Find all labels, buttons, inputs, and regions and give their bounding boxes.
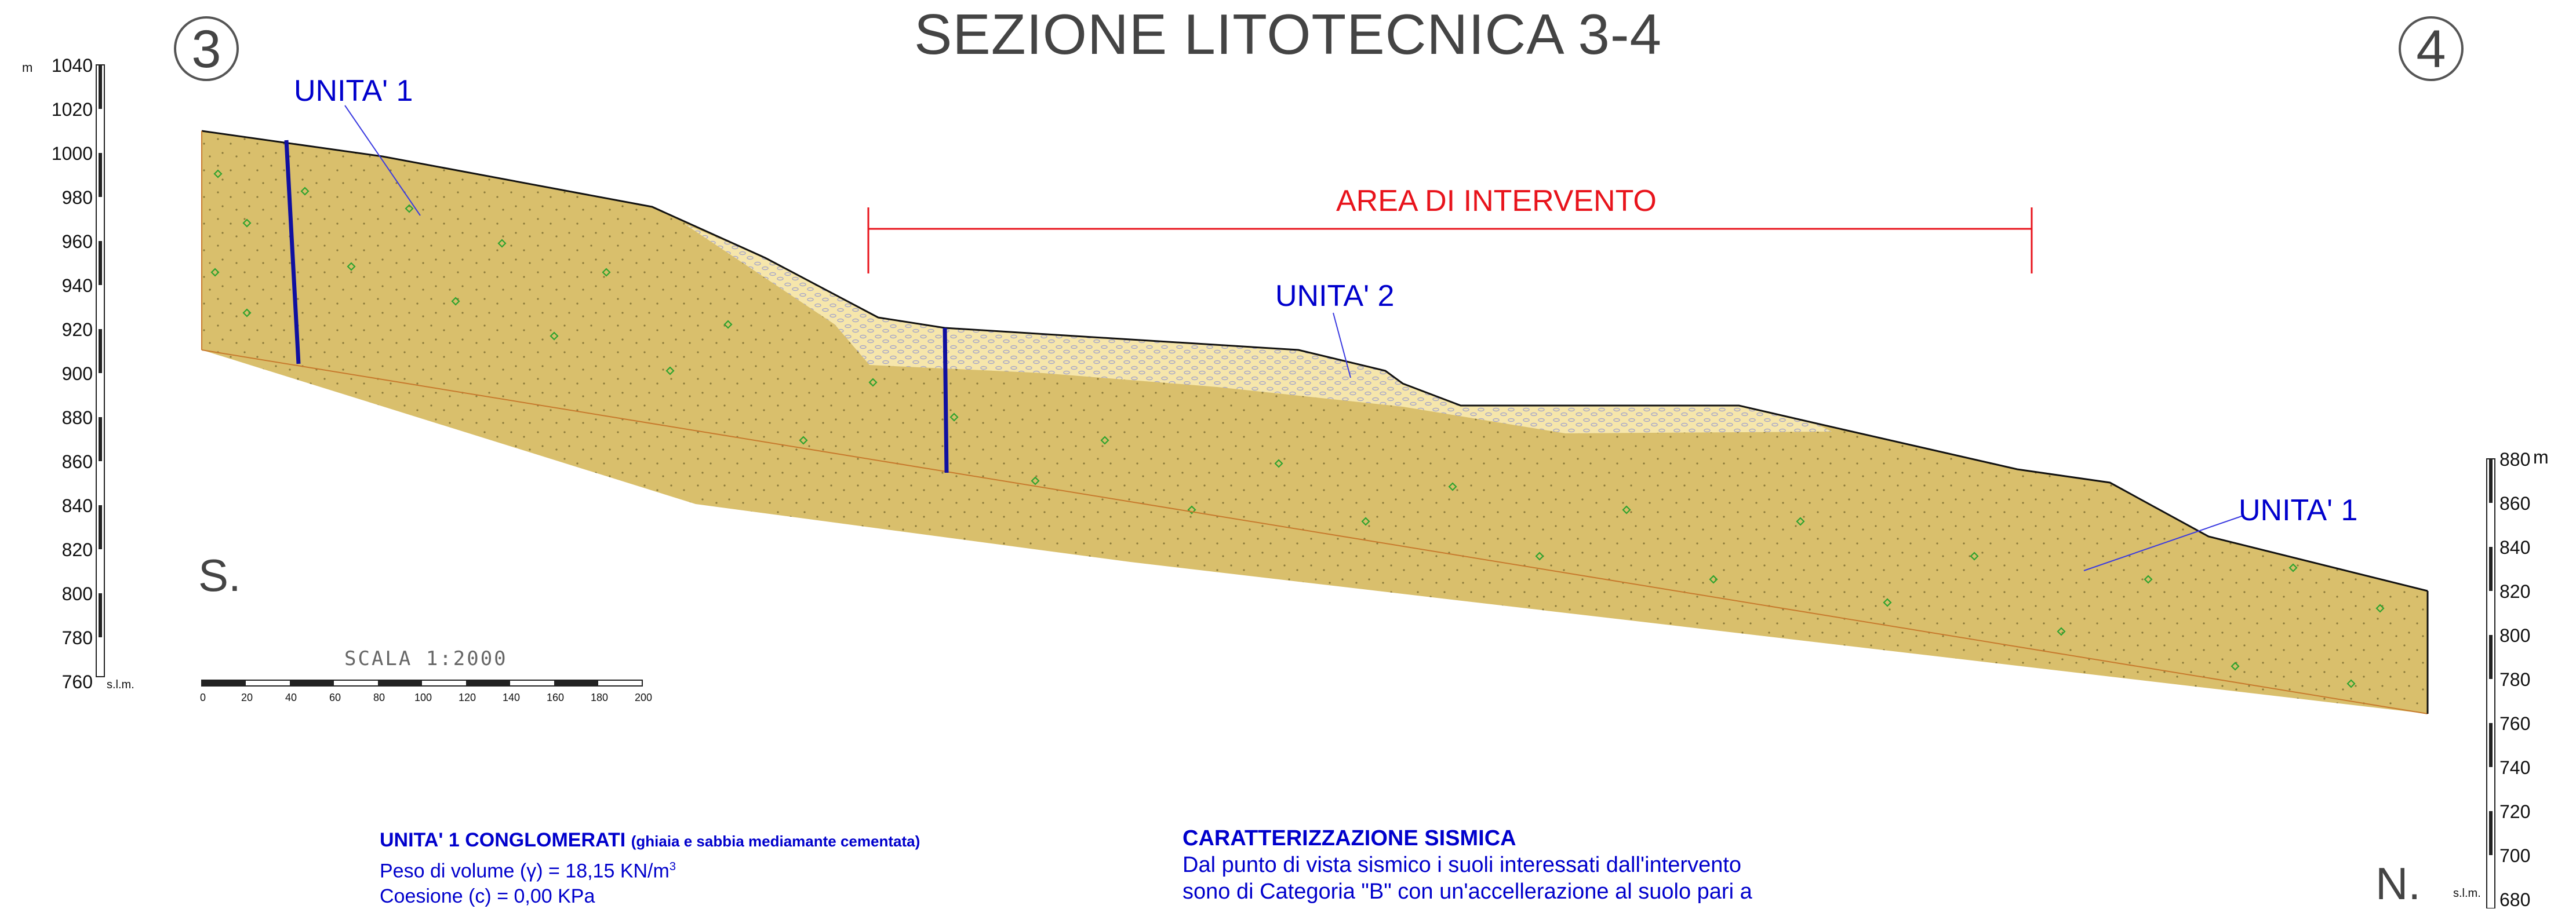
scale-tick-label: 40 [285,692,297,703]
legend-unit1: UNITA' 1 CONGLOMERATI (ghiaia e sabbia m… [380,827,920,909]
legend-seismic-line2: sono di Categoria "B" con un'accellerazi… [1183,879,1752,904]
left-axis-tick-label: 920 [62,319,93,340]
left-axis-tick-label: 940 [62,275,93,296]
scale-tick-label: 160 [547,692,564,703]
label-unit1-right: UNITA' 1 [2239,494,2357,527]
label-leaders [344,105,2244,571]
borehole-2 [943,327,949,473]
scale-tick-label: 140 [503,692,520,703]
direction-north: N. [2375,858,2421,908]
scale-tick-label: 180 [591,692,608,703]
right-axis-tick-label: 720 [2499,801,2530,822]
legend-unit1-line1: Peso di volume (γ) = 18,15 KN/m3 [380,854,920,884]
left-axis-tick-label: 1040 [52,55,93,76]
scale-tick-label: 60 [329,692,341,703]
ground-profile [201,130,2428,592]
left-axis-tick-label: 900 [62,363,93,384]
left-axis-tick-label: 1000 [52,143,93,164]
legend-seismic-line1: Dal punto di vista sismico i suoli inter… [1183,853,1742,877]
legend-unit1-weight: Peso di volume (γ) = 18,15 KN/m [380,860,670,882]
scale-tick-label: 80 [373,692,385,703]
left-axis-slm: s.l.m. [107,678,134,691]
section-base [201,349,2428,714]
legend-unit1-subheading: (ghiaia e sabbia mediamante cementata) [631,833,920,850]
right-axis-tick-label: 700 [2499,845,2530,866]
right-axis-tick-label: 760 [2499,713,2530,734]
left-axis-tick-label: 960 [62,231,93,252]
borehole-1 [284,140,301,364]
right-axis-tick-label: 880 [2499,449,2530,470]
left-axis-tick-label: 1020 [52,99,93,120]
scale-tick-label: 200 [635,692,652,703]
right-axis-slm: s.l.m. [2453,887,2481,900]
legend-unit1-heading: UNITA' 1 CONGLOMERATI [380,829,626,851]
label-unit1-top: UNITA' 1 [294,74,413,108]
legend-unit1-line2: Coesione (c) = 0,00 KPa [380,885,595,908]
legend-unit1-heading-row: UNITA' 1 CONGLOMERATI (ghiaia e sabbia m… [380,827,920,854]
scale-tick-label: 0 [200,692,206,703]
left-axis-tick-label: 800 [62,583,93,604]
right-axis-tick-label: 820 [2499,581,2530,602]
scale-tick-label: 20 [241,692,253,703]
legend-seismic-heading: CARATTERIZZAZIONE SISMICA [1183,826,1516,850]
right-axis-tick-label: 860 [2499,493,2530,514]
right-axis-tick-label: 800 [2499,625,2530,646]
left-axis-tick-label: 980 [62,187,93,208]
left-axis-tick-label: 780 [62,627,93,648]
left-axis-tick-label: 880 [62,407,93,428]
unit2-soil [684,224,1832,433]
legend-seismic: CARATTERIZZAZIONE SISMICA Dal punto di v… [1183,825,1752,905]
right-axis-tick-label: 840 [2499,537,2530,558]
page-title: SEZIONE LITOTECNICA 3-4 [914,2,1662,66]
station-marker-right: 4 [2399,16,2464,81]
direction-south: S. [198,550,241,601]
left-axis-tick-label: 840 [62,495,93,516]
left-axis-tick-label: 860 [62,451,93,472]
scale-tick-label: 120 [459,692,476,703]
unit1-soil [202,131,2428,714]
area-intervento-bracket [867,207,2033,273]
right-axis-tick-label: 680 [2499,889,2530,908]
legend-unit1-weight-sup: 3 [669,860,676,873]
label-area-intervento: AREA DI INTERVENTO [1336,184,1657,218]
left-axis-tick-label: 760 [62,671,93,692]
left-axis-unit: m [22,60,32,75]
right-elevation-axis [2486,458,2495,908]
left-axis-tick-labels: 1040 1020 1000 980 960 940 920 900 880 860 840 820 8… [52,55,93,692]
station-marker-left: 3 [174,16,239,81]
right-axis-tick-label: 780 [2499,669,2530,690]
scale-title: SCALA 1:2000 [344,647,508,670]
right-axis-tick-label: 740 [2499,757,2530,778]
right-axis-unit: m [2533,447,2549,468]
label-unit2: UNITA' 2 [1275,279,1394,313]
scale-bar: SCALA 1:2000 0 20 40 60 80 100 120 140 160 180 200 [200,647,652,703]
green-marker-dots [210,169,2385,688]
left-elevation-axis [96,64,105,677]
left-axis-tick-label: 820 [62,539,93,560]
scale-tick-label: 100 [414,692,432,703]
right-axis-tick-labels: 880860840820800780760740720700680660 [2499,449,2530,908]
